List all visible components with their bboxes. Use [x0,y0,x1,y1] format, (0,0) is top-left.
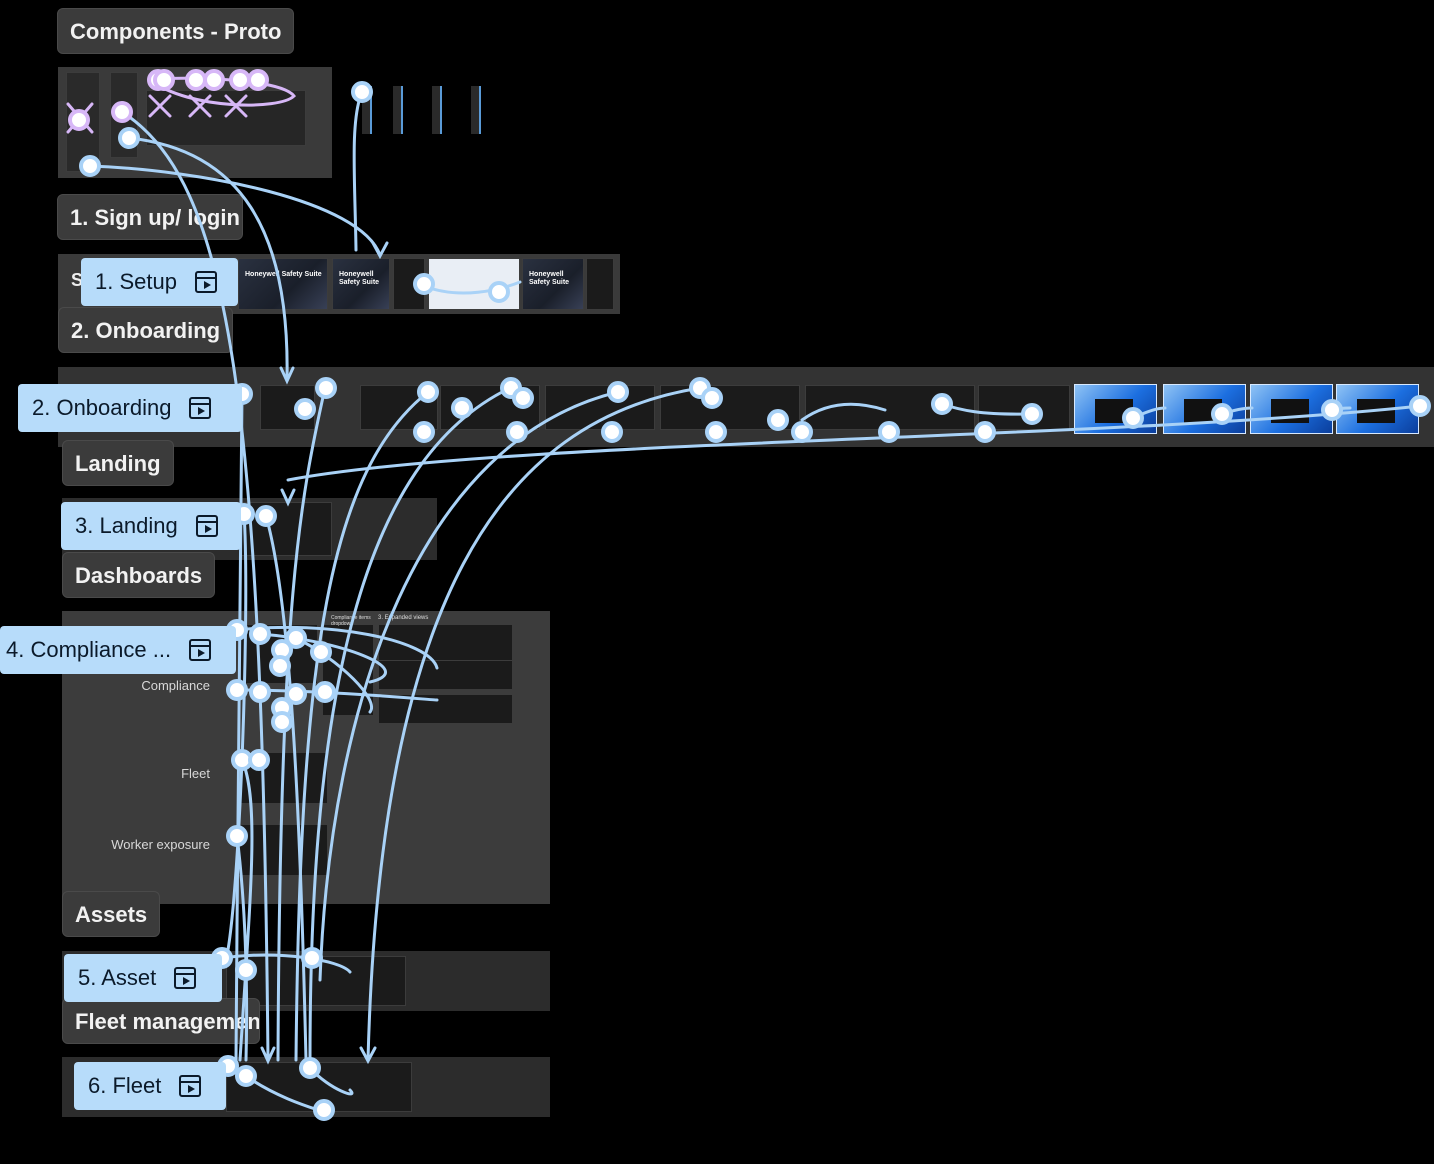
flow-chip-label: 1. Setup [95,258,177,306]
flow-chip-setup[interactable]: 1. Setup [81,258,238,306]
connection-dot-icon[interactable] [228,827,246,845]
flow-chip-onboarding[interactable]: 2. Onboarding [18,384,242,432]
flow-chip-label: 4. Compliance ... [6,626,171,674]
connection-dot-icon[interactable] [301,1059,319,1077]
brand-text: Honeywell Safety Suite [245,271,322,279]
signup-frame-1[interactable]: Honeywell Safety Suite [238,258,328,310]
worker-exposure-frame[interactable] [238,824,328,876]
connection-dot-icon[interactable] [120,129,138,147]
connection-dot-icon[interactable] [70,111,88,129]
connection-dot-icon[interactable] [81,157,99,175]
connection-dot-icon[interactable] [933,395,951,413]
section-label-dashboards[interactable]: Dashboards [62,552,215,598]
connection-dot-icon[interactable] [1323,401,1341,419]
connection-dot-icon[interactable] [603,423,621,441]
onboarding-frame-11[interactable] [1336,384,1419,434]
play-frame-icon [189,639,211,661]
compliance-frame-2[interactable] [322,624,374,716]
section-label-landing[interactable]: Landing [62,440,174,486]
connection-dot-icon[interactable] [315,1101,333,1119]
row-label-compliance: Compliance [50,678,210,693]
connection-dot-icon[interactable] [1411,397,1429,415]
component-variant-4[interactable] [471,86,481,134]
connection-dot-icon[interactable] [317,379,335,397]
connection-dot-icon[interactable] [514,389,532,407]
row-label-fleet: Fleet [50,766,210,781]
connection-dot-icon[interactable] [205,71,223,89]
flow-chip-label: 6. Fleet [88,1062,161,1110]
component-variant-2[interactable] [393,86,403,134]
onboarding-frame-9[interactable] [1163,384,1246,434]
connection-dot-icon[interactable] [453,399,471,417]
play-frame-icon [179,1075,201,1097]
connection-dot-icon[interactable] [249,71,267,89]
row-label-worker-exposure: Worker exposure [50,837,210,852]
connection-dot-icon[interactable] [251,625,269,643]
flow-chip-fleet[interactable]: 6. Fleet [74,1062,226,1110]
connection-dot-icon[interactable] [316,683,334,701]
connection-dot-icon[interactable] [228,681,246,699]
connection-dot-icon[interactable] [793,423,811,441]
compliance-expanded-3[interactable] [378,694,513,724]
connection-dot-icon[interactable] [1023,405,1041,423]
connection-dot-icon[interactable] [976,423,994,441]
connection-dot-icon[interactable] [880,423,898,441]
play-frame-icon [189,397,211,419]
connection-dot-icon[interactable] [187,71,205,89]
flow-chip-landing[interactable]: 3. Landing [61,502,241,550]
connection-dot-icon[interactable] [703,389,721,407]
connection-dot-icon[interactable] [707,423,725,441]
component-sheet-3[interactable] [146,90,306,146]
section-label-assets[interactable]: Assets [62,891,160,937]
connection-dot-icon[interactable] [415,423,433,441]
flow-chip-label: 5. Asset [78,954,156,1002]
signup-frame-2[interactable]: Honeywell Safety Suite [332,258,390,310]
signup-frame-6[interactable] [586,258,614,310]
component-variant-3[interactable] [432,86,442,134]
section-label-fleet-management[interactable]: Fleet management [62,998,260,1044]
connection-dot-icon[interactable] [303,949,321,967]
flow-chip-asset[interactable]: 5. Asset [64,954,222,1002]
onboarding-frame-10[interactable] [1250,384,1333,434]
connection-dot-icon[interactable] [508,423,526,441]
connection-dot-icon[interactable] [237,1067,255,1085]
connection-dot-icon[interactable] [237,961,255,979]
brand-text: Honeywell Safety Suite [339,271,389,287]
brand-text: Honeywell Safety Suite [529,271,583,287]
connection-dot-icon[interactable] [609,383,627,401]
play-frame-icon [196,515,218,537]
connection-dot-icon[interactable] [312,643,330,661]
signup-frame-5[interactable]: Honeywell Safety Suite [522,258,584,310]
column-header-expanded: 3. Expanded views [378,615,428,621]
column-header-dropdown: Compliance items dropdown [331,615,373,627]
compliance-expanded-2[interactable] [378,660,513,690]
connection-dot-icon[interactable] [273,713,291,731]
connection-dot-icon[interactable] [251,683,269,701]
section-label-components[interactable]: Components - Proto [57,8,294,54]
flow-chip-label: 3. Landing [75,502,178,550]
connection-dot-icon[interactable] [490,283,508,301]
play-frame-icon [195,271,217,293]
connection-dot-icon[interactable] [1213,405,1231,423]
connection-dot-icon[interactable] [257,507,275,525]
connection-dot-icon[interactable] [1124,409,1142,427]
connection-dot-icon[interactable] [250,751,268,769]
connection-dot-icon[interactable] [415,275,433,293]
play-frame-icon [174,967,196,989]
flow-chip-label: 2. Onboarding [32,384,171,432]
onboarding-frame-4[interactable] [545,385,655,430]
connection-dot-icon[interactable] [296,400,314,418]
onboarding-frame-8[interactable] [1074,384,1157,434]
connection-dot-icon[interactable] [419,383,437,401]
section-label-onboarding[interactable]: 2. Onboarding [58,307,233,353]
connection-dot-icon[interactable] [353,83,371,101]
connection-dot-icon[interactable] [155,71,173,89]
connection-dot-icon[interactable] [113,103,131,121]
connection-dot-icon[interactable] [769,411,787,429]
section-label-signup[interactable]: 1. Sign up/ login [57,194,243,240]
compliance-expanded-1[interactable] [378,624,513,664]
connection-dot-icon[interactable] [231,71,249,89]
flow-chip-compliance[interactable]: 4. Compliance ... [0,626,236,674]
connection-dot-icon[interactable] [271,657,289,675]
